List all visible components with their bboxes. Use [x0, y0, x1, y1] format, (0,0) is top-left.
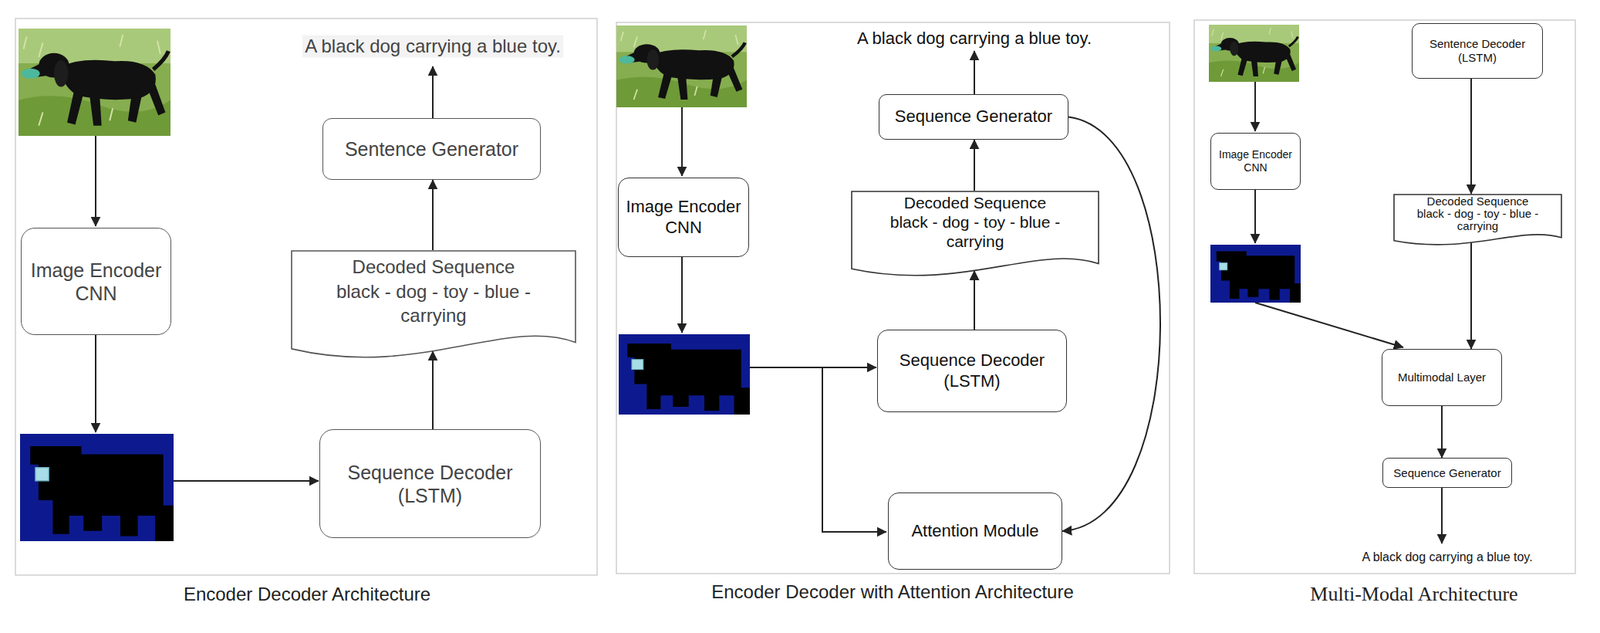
- process-box: Image Encoder CNN: [1210, 132, 1301, 190]
- process-box: Image Encoder CNN: [20, 227, 172, 335]
- edge-arrow: [973, 139, 976, 191]
- node-label: Image Encoder CNN: [623, 196, 744, 238]
- output-sentence: A black dog carrying a blue toy.: [1361, 549, 1533, 564]
- panel-caption: Encoder Decoder Architecture: [183, 583, 431, 606]
- node-label: Sequence Decoder (LSTM): [324, 460, 536, 507]
- flow-arrow: [94, 135, 97, 227]
- document-shape: Decoded Sequenceblack - dog - toy - blue…: [1393, 193, 1563, 245]
- panel-frame: [1194, 20, 1576, 574]
- document-shape: Decoded Sequenceblack - dog - toy - blue…: [850, 190, 1100, 276]
- flow-arrow: [749, 366, 877, 368]
- node-body: black - dog - toy - blue - carrying: [1406, 207, 1550, 233]
- dog-photo: [1208, 24, 1300, 82]
- process-box: Sentence Generator: [322, 118, 541, 180]
- node-label: Decoded Sequence: [1427, 195, 1530, 208]
- node-label: Attention Module: [911, 520, 1039, 541]
- node-body: black - dog - toy - blue - carrying: [313, 279, 554, 328]
- flow-arrow: [1254, 81, 1256, 132]
- process-box: Sequence Generator: [878, 94, 1069, 140]
- edge-arrow: [1470, 78, 1472, 194]
- dog-photo: [18, 28, 171, 136]
- flow-arrow: [681, 256, 683, 333]
- edge-arrow: [1062, 117, 1161, 532]
- process-box: Sequence Decoder (LSTM): [319, 428, 541, 538]
- document-shape: Decoded Sequenceblack - dog - toy - blue…: [290, 249, 577, 358]
- panel-caption: Encoder Decoder with Attention Architect…: [711, 580, 1074, 604]
- edge-arrow: [1470, 242, 1472, 349]
- edge-arrow: [432, 351, 434, 429]
- flow-arrow: [173, 479, 319, 482]
- feature-map: [1210, 244, 1301, 303]
- process-box: Attention Module: [887, 492, 1063, 570]
- edge-arrow: [1441, 405, 1443, 458]
- edge-arrow: [432, 179, 434, 250]
- node-label: Multimodal Layer: [1397, 370, 1486, 385]
- dog-photo: [616, 25, 747, 108]
- output-sentence: A black dog carrying a blue toy.: [302, 35, 564, 58]
- panel-caption: Multi-Modal Architecture: [1309, 581, 1518, 606]
- node-label: Decoded Sequence: [352, 254, 516, 280]
- flow-arrow: [681, 107, 683, 176]
- node-label: Sequence Generator: [894, 106, 1053, 127]
- flow-arrow: [1254, 189, 1256, 244]
- node-label: Image Encoder CNN: [1215, 148, 1296, 175]
- feature-map: [618, 334, 750, 415]
- node-label: Sequence Decoder (LSTM): [882, 350, 1062, 392]
- panel-frame: [15, 18, 598, 575]
- process-box: Image Encoder CNN: [617, 177, 750, 257]
- document-border: [851, 191, 1099, 276]
- process-box: Multimodal Layer: [1381, 348, 1503, 406]
- node-label: Sentence Decoder (LSTM): [1417, 37, 1538, 65]
- flow-arrow: [973, 50, 976, 95]
- document-border: [291, 250, 576, 358]
- process-box: Sequence Decoder (LSTM): [877, 329, 1067, 412]
- edge-arrow: [973, 270, 976, 330]
- feature-map: [20, 433, 174, 541]
- flow-arrow: [94, 334, 97, 433]
- node-label: Decoded Sequence: [904, 192, 1047, 213]
- flow-arrow: [432, 66, 434, 119]
- process-box: Sentence Decoder (LSTM): [1411, 23, 1543, 79]
- flow-arrow: [1441, 487, 1443, 544]
- node-label: Sentence Generator: [344, 137, 519, 161]
- process-box: Sequence Generator: [1382, 457, 1513, 488]
- node-label: Image Encoder CNN: [26, 258, 166, 305]
- panel-frame: [616, 22, 1170, 574]
- node-label: Sequence Generator: [1393, 465, 1501, 480]
- document-border: [1394, 194, 1562, 245]
- output-sentence: A black dog carrying a blue toy.: [857, 28, 1092, 49]
- node-body: black - dog - toy - blue - carrying: [870, 212, 1081, 251]
- flow-arrow: [1255, 302, 1404, 348]
